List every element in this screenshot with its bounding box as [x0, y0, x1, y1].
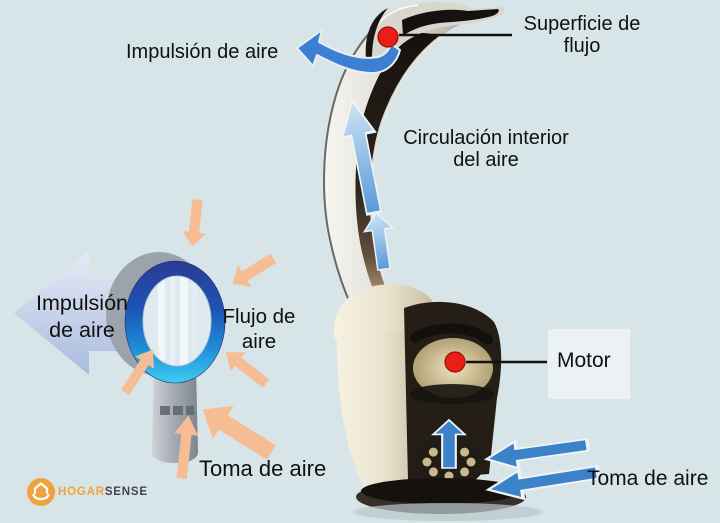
label-flow-surface-line1: Superficie de — [523, 13, 641, 35]
label-flow-surface-line2: flujo — [563, 35, 601, 58]
label-air-intake-right: Toma de aire — [587, 467, 709, 490]
fan-base-cutaway-icon — [333, 284, 543, 521]
label-motor: Motor — [557, 349, 611, 372]
motor-label-panel — [548, 329, 630, 399]
label-inner-circulation-line2: del aire — [453, 149, 519, 172]
label-air-out-left: Impulsión de aire — [28, 290, 136, 344]
wordmark-secondary: SENSE — [104, 486, 148, 498]
hogarsense-logo-icon — [27, 478, 55, 506]
label-air-out-left-line1: Impulsión — [35, 291, 128, 315]
flow-surface-marker-dot-icon — [377, 26, 399, 48]
loop-head-icon — [365, 1, 506, 60]
airflow-out-wavy-arrow-icon — [296, 29, 401, 75]
left-fan-vents-icon — [160, 406, 194, 415]
label-air-flow-line1: Flujo de — [222, 305, 296, 328]
label-air-intake-left: Toma de aire — [199, 456, 327, 481]
label-air-out-top: Impulsión de aire — [126, 41, 279, 63]
label-air-flow-line2: aire — [241, 329, 277, 353]
right-fan-cutaway — [296, 1, 630, 521]
hogarsense-wordmark: HOGARSENSE — [58, 486, 148, 498]
wordmark-primary: HOGAR — [58, 486, 105, 498]
label-flow-surface: Superficie de flujo — [512, 13, 652, 58]
airflow-arrows-blue — [296, 29, 602, 506]
motor-marker-dot-icon — [444, 351, 466, 373]
label-inner-circulation-line1: Circulación interior — [403, 127, 569, 149]
label-inner-circulation: Circulación interior del aire — [399, 127, 573, 172]
label-air-flow: Flujo de aire — [219, 305, 299, 354]
label-air-out-left-line2: de aire — [49, 317, 115, 342]
